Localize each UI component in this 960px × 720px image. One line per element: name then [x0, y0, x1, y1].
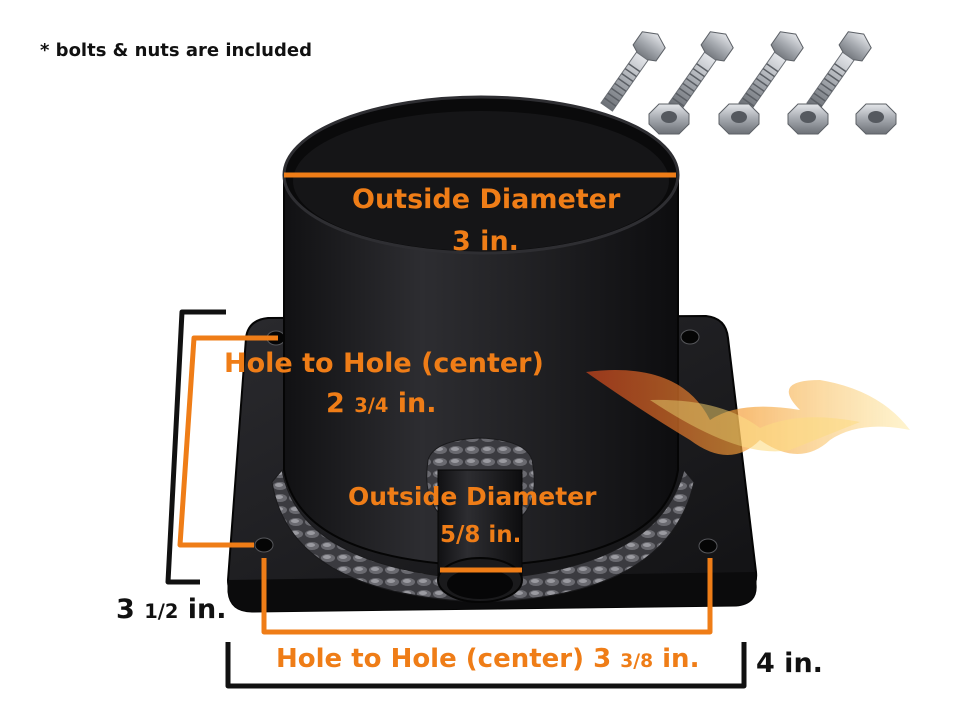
bolt-icon: [600, 31, 666, 112]
included-note: * bolts & nuts are included: [40, 40, 312, 61]
hole-v-frac: 3/4: [354, 394, 389, 417]
bolt-icon: [806, 31, 872, 112]
hole-h-title: Hole to Hole (center): [276, 644, 584, 674]
bolt-icon: [668, 31, 734, 112]
height-frac: 1/2: [144, 600, 179, 623]
bolt-icon: [738, 31, 804, 112]
main-od-title: Outside Diameter: [352, 184, 621, 215]
width-value: 4 in.: [756, 648, 823, 679]
bolt-hole: [680, 329, 700, 345]
hole-h-whole: 3: [593, 644, 612, 674]
hole-to-hole-horizontal-label: Hole to Hole (center) 3 3/8 in.: [276, 644, 699, 674]
height-whole: 3: [116, 594, 135, 625]
nut-icon: [787, 103, 829, 135]
bolt-hole: [254, 537, 274, 553]
hole-v-whole: 2: [326, 388, 345, 419]
nut-icon: [718, 103, 760, 135]
bolts-group: [600, 31, 872, 112]
hole-to-hole-vertical-value: 2 3/4 in.: [326, 388, 437, 419]
width-bracket: [225, 642, 747, 689]
nuts-group: [648, 103, 897, 135]
bolt-hole: [698, 538, 718, 554]
hole-v-unit: in.: [397, 388, 437, 419]
hole-to-hole-vertical-bracket: [177, 335, 278, 548]
nut-icon: [648, 103, 690, 135]
height-bracket: [165, 309, 226, 585]
small-pipe: [426, 437, 535, 603]
main-od-value: 3 in.: [452, 226, 519, 257]
hole-h-unit: in.: [662, 644, 700, 674]
height-unit: in.: [187, 594, 227, 625]
nut-icon: [855, 103, 897, 135]
hole-h-frac: 3/8: [620, 651, 654, 672]
hole-to-hole-vertical-title: Hole to Hole (center): [224, 348, 544, 379]
height-value: 3 1/2 in.: [116, 594, 227, 625]
flame-icon: [586, 370, 910, 455]
main-pipe-inner: [293, 111, 669, 251]
small-od-value: 5/8 in.: [440, 522, 522, 548]
hole-to-hole-horizontal-bracket: [261, 558, 713, 635]
weld-bead: [271, 468, 695, 603]
small-od-title: Outside Diameter: [348, 482, 597, 511]
